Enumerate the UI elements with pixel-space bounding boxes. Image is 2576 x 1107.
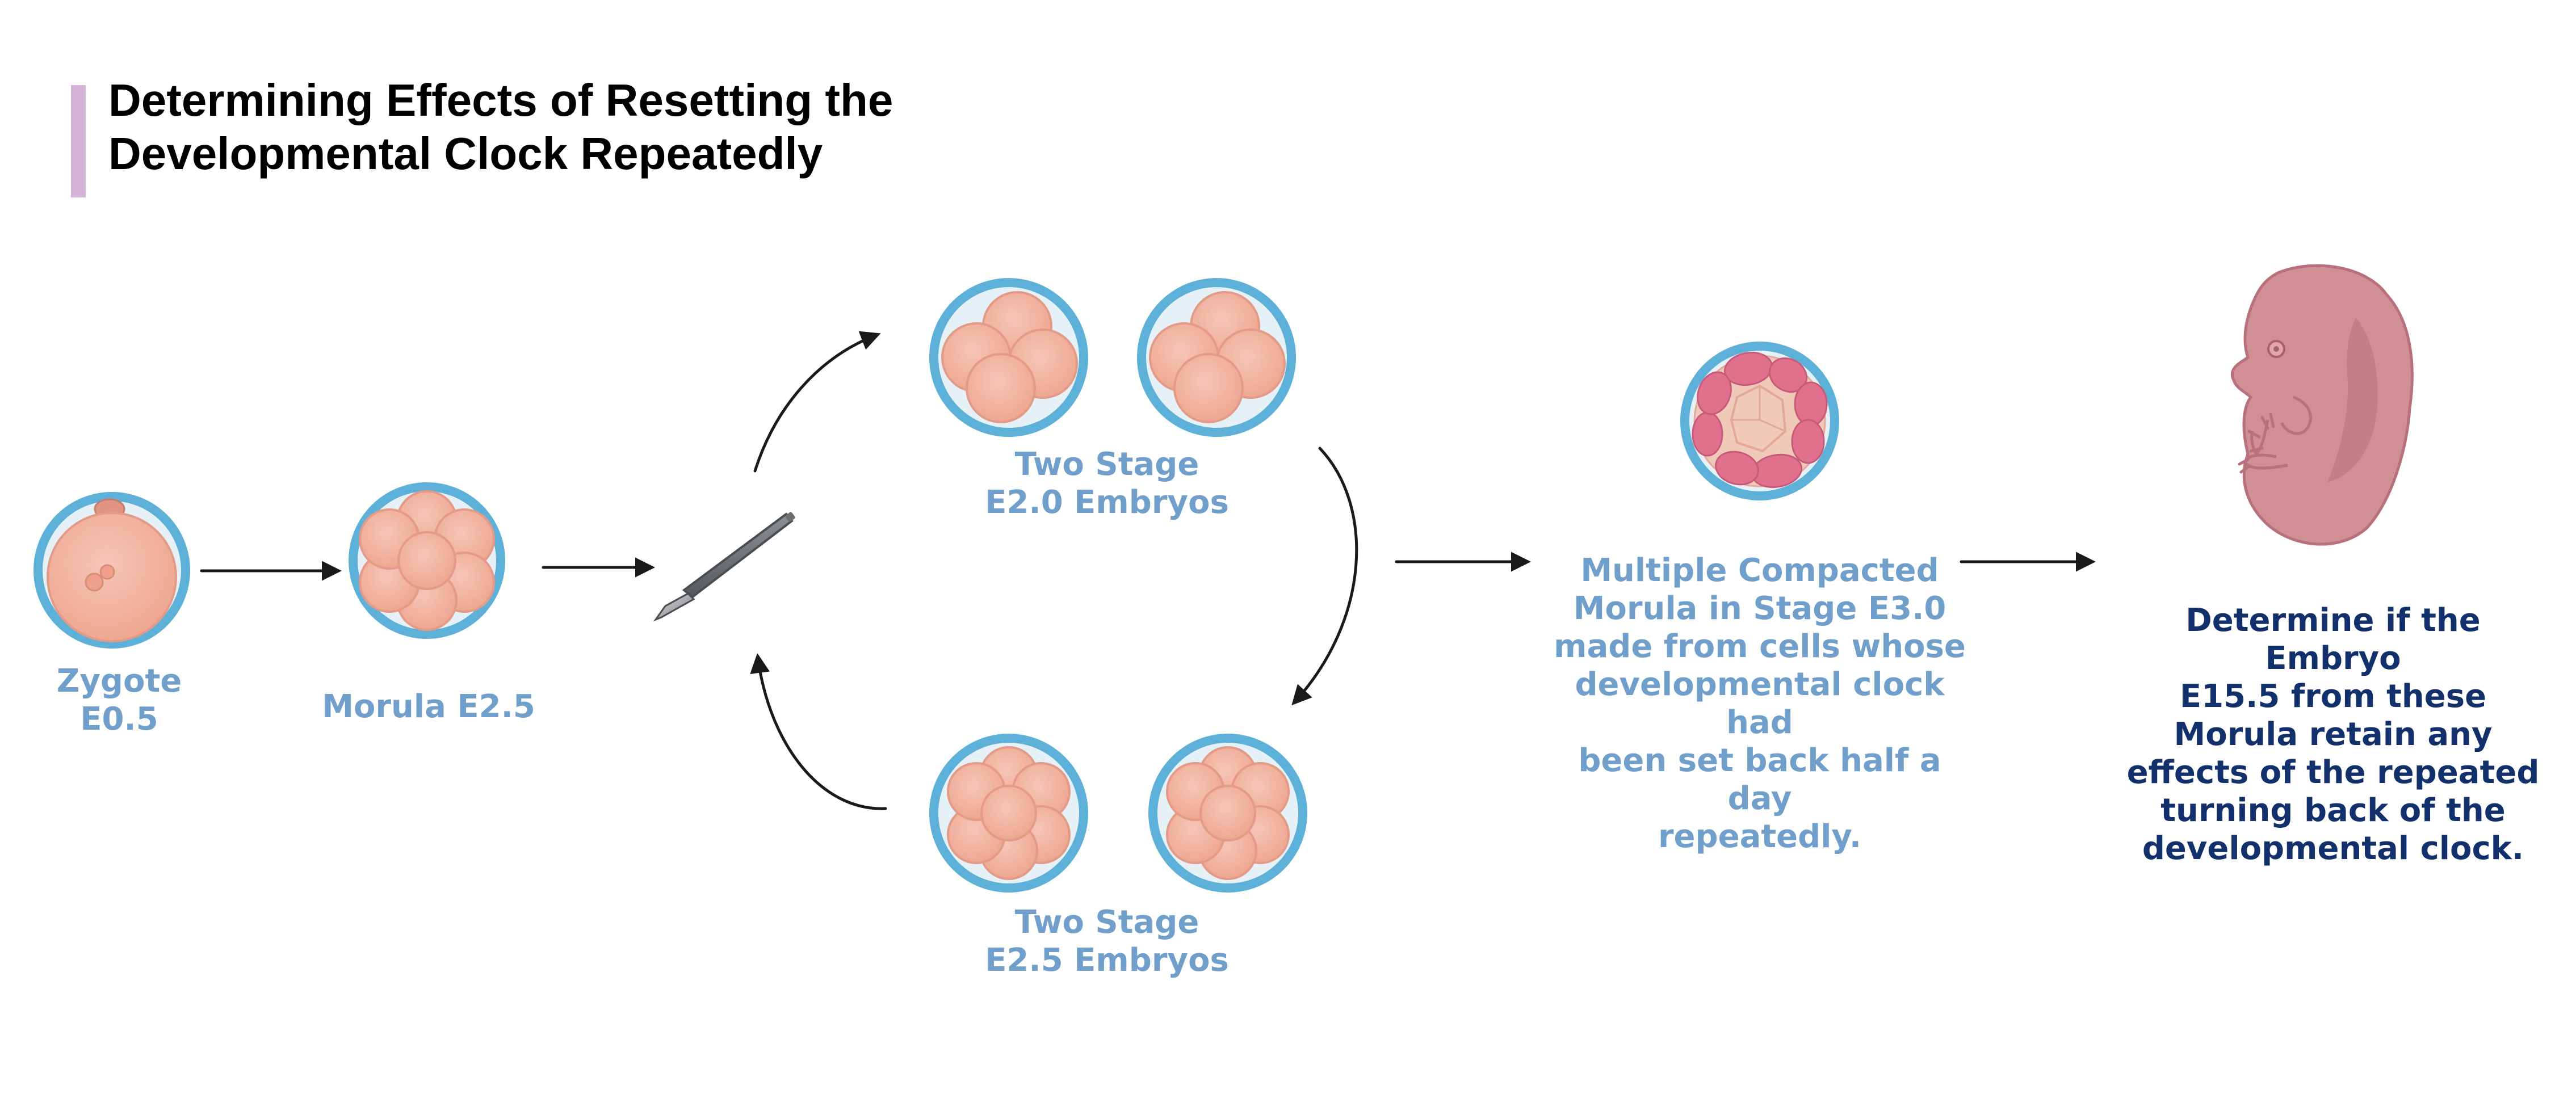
arrow-icon [750, 653, 887, 810]
zygote-label: Zygote E0.5 [56, 663, 182, 738]
two-stage-embryo-icon [929, 278, 1088, 437]
arrow-icon [753, 331, 881, 473]
two-stage-e20-label: Two Stage E2.0 Embryos [985, 446, 1229, 521]
mouse-embryo-icon [2231, 264, 2414, 546]
arrow-icon [1291, 447, 1358, 706]
diagram-title: Determining Effects of Resetting the Dev… [108, 75, 893, 179]
zygote-icon [33, 492, 190, 649]
two-stage-e25-label: Two Stage E2.5 Embryos [985, 904, 1229, 979]
determine-label: Determine if the Embryo E15.5 from these… [2126, 602, 2540, 867]
compacted-morula-icon [1680, 342, 1839, 500]
morula-icon [349, 482, 505, 639]
morula-label: Morula E2.5 [322, 688, 535, 725]
title-accent-bar [71, 85, 86, 197]
compacted-morula-label: Multiple Compacted Morula in Stage E3.0 … [1554, 552, 1966, 855]
scalpel-icon [653, 512, 795, 622]
two-stage-embryo-icon [1137, 278, 1296, 437]
two-stage-embryo-icon [1148, 734, 1307, 893]
two-stage-embryo-icon [929, 734, 1088, 893]
